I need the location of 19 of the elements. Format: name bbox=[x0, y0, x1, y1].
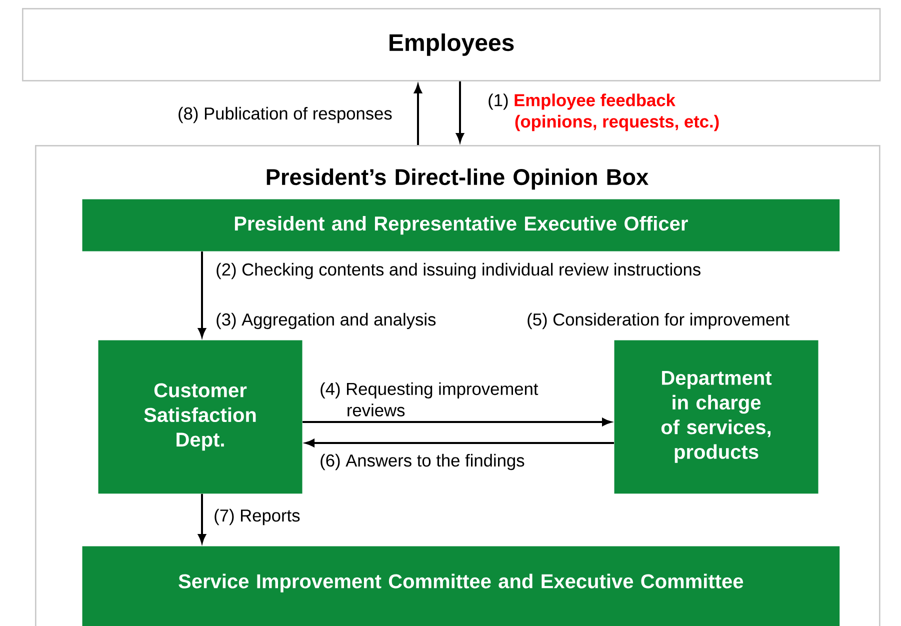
edge-label: (4) Requesting improvement reviews bbox=[320, 382, 538, 416]
arrow bbox=[456, 81, 464, 142]
edge-label: (7) Reports bbox=[214, 508, 300, 526]
process-box: President and Representative Executive Officer bbox=[82, 199, 840, 252]
arrow bbox=[198, 494, 206, 544]
arrow bbox=[306, 439, 614, 447]
arrow bbox=[198, 252, 206, 338]
edge-label: (2) Checking contents and issuing individual review instructions bbox=[216, 262, 700, 280]
process-box: Customer Satisfaction Dept. bbox=[98, 340, 302, 494]
process-box: Service Improvement Committee and Executive Committee bbox=[82, 546, 840, 626]
arrow bbox=[302, 418, 612, 426]
step-label: (3) Aggregation and analysis bbox=[216, 312, 436, 330]
node-caption: (5) Consideration for improvement bbox=[528, 312, 790, 330]
edge-label: (6) Answers to the findings bbox=[320, 454, 524, 470]
process-box: Department in charge of services, products bbox=[614, 340, 818, 494]
arrow bbox=[414, 84, 422, 145]
edge-label: (8) Publication of responses bbox=[178, 106, 392, 124]
edge-label: (1) Employee feedback (opinions, requests, etc.) bbox=[488, 94, 719, 132]
employees-box: Employees bbox=[22, 8, 881, 82]
